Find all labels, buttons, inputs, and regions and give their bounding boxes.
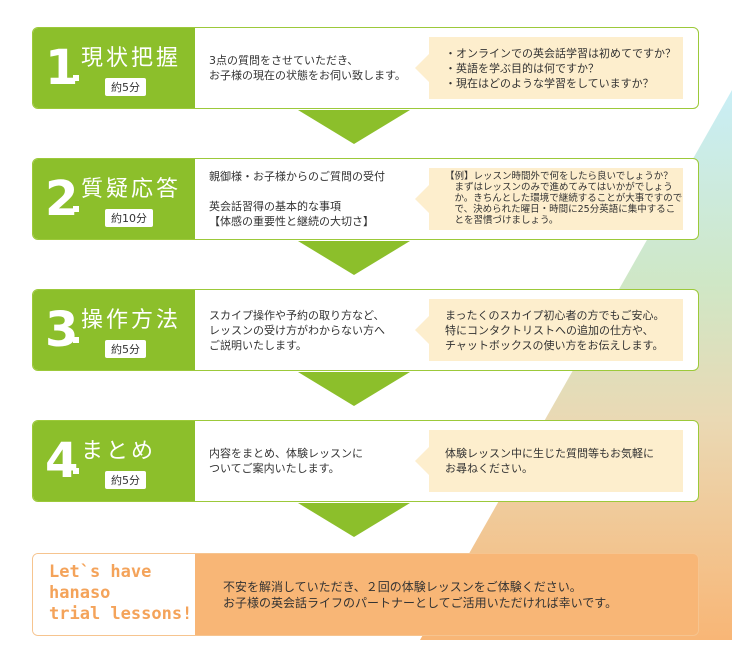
brand-slogan: Let`s have hanaso trial lessons! [49, 562, 193, 624]
step-4-description: 内容をまとめ、体験レッスンに ついてご案内いたします。 [209, 447, 363, 475]
down-arrow-icon [298, 110, 410, 144]
step-4-duration: 約5分 [105, 471, 146, 489]
down-arrow-icon [298, 241, 410, 275]
step-4-note: 体験レッスン中に生じた質問等もお気軽に お尋ねください。 [415, 430, 683, 492]
step-2-description: 親御様・お子様からのご質問の受付 英会話習得の基本的な事項 【体感の重要性と継続… [209, 170, 385, 228]
step-2-header: 2 質疑応答 約10分 [33, 159, 195, 239]
step-1-number: 1 [45, 40, 79, 96]
step-3-number-dot [73, 337, 79, 343]
step-2-title: 質疑応答 [81, 177, 182, 202]
step-2-card: 2 質疑応答 約10分 親御様・お子様からのご質問の受付 英会話習得の基本的な事… [32, 158, 699, 240]
step-1-note-text: ・オンラインでの英会話学習は初めてですか？ ・英語を学ぶ目的は何ですか？ ・現在… [445, 46, 676, 90]
step-3-duration: 約5分 [105, 340, 146, 358]
step-3-card: 3 操作方法 約5分 スカイプ操作や予約の取り方など、 レッスンの受け方がわから… [32, 289, 699, 371]
step-4-card: 4 まとめ 約5分 内容をまとめ、体験レッスンに ついてご案内いたします。 体験… [32, 420, 699, 502]
down-arrow-icon [298, 503, 410, 537]
step-2-duration: 約10分 [105, 209, 153, 227]
step-1-card: 1 現状把握 約5分 3点の質問をさせていただき、 お子様の現在の状態をお伺い致… [32, 27, 699, 109]
step-4-header: 4 まとめ 約5分 [33, 421, 195, 501]
step-4-note-text: 体験レッスン中に生じた質問等もお気軽に お尋ねください。 [445, 447, 654, 475]
step-2-note: 【例】レッスン時間外で何をしたら良いでしょうか？ まずはレッスンのみで進めてみて… [415, 168, 683, 230]
final-message: 不安を解消していただき、２回の体験レッスンをご体験ください。 お子様の英会話ライ… [223, 579, 618, 610]
step-4-number: 4 [45, 433, 79, 489]
down-arrow-icon [298, 372, 410, 406]
note-pointer-icon [415, 185, 429, 213]
final-brand-panel: Let`s have hanaso trial lessons! [33, 554, 195, 635]
step-2-note-text: 【例】レッスン時間外で何をしたら良いでしょうか？ まずはレッスンのみで進めてみて… [445, 171, 683, 226]
step-3-header: 3 操作方法 約5分 [33, 290, 195, 370]
step-1-description: 3点の質問をさせていただき、 お子様の現在の状態をお伺い致します。 [209, 54, 406, 82]
step-3-note-text: まったくのスカイプ初心者の方でもご安心。 特にコンタクトリストへの追加の仕方や、… [445, 308, 665, 352]
note-pointer-icon [415, 54, 429, 82]
final-message-panel: 不安を解消していただき、２回の体験レッスンをご体験ください。 お子様の英会話ライ… [195, 554, 698, 635]
final-card: Let`s have hanaso trial lessons! 不安を解消して… [32, 553, 699, 636]
step-1-number-dot [73, 75, 79, 81]
step-1-header: 1 現状把握 約5分 [33, 28, 195, 108]
step-3-title: 操作方法 [81, 308, 182, 333]
step-1-note: ・オンラインでの英会話学習は初めてですか？ ・英語を学ぶ目的は何ですか？ ・現在… [415, 37, 683, 99]
step-4-title: まとめ [81, 439, 157, 464]
step-3-note: まったくのスカイプ初心者の方でもご安心。 特にコンタクトリストへの追加の仕方や、… [415, 299, 683, 361]
step-3-number: 3 [45, 302, 79, 358]
step-1-title: 現状把握 [81, 46, 182, 71]
step-4-number-dot [73, 468, 79, 474]
step-1-duration: 約5分 [105, 78, 146, 96]
step-3-description: スカイプ操作や予約の取り方など、 レッスンの受け方がわからない方へ ご説明いたし… [209, 308, 385, 352]
note-pointer-icon [415, 447, 429, 475]
step-2-number: 2 [45, 171, 79, 227]
step-2-number-dot [73, 206, 79, 212]
note-pointer-icon [415, 316, 429, 344]
